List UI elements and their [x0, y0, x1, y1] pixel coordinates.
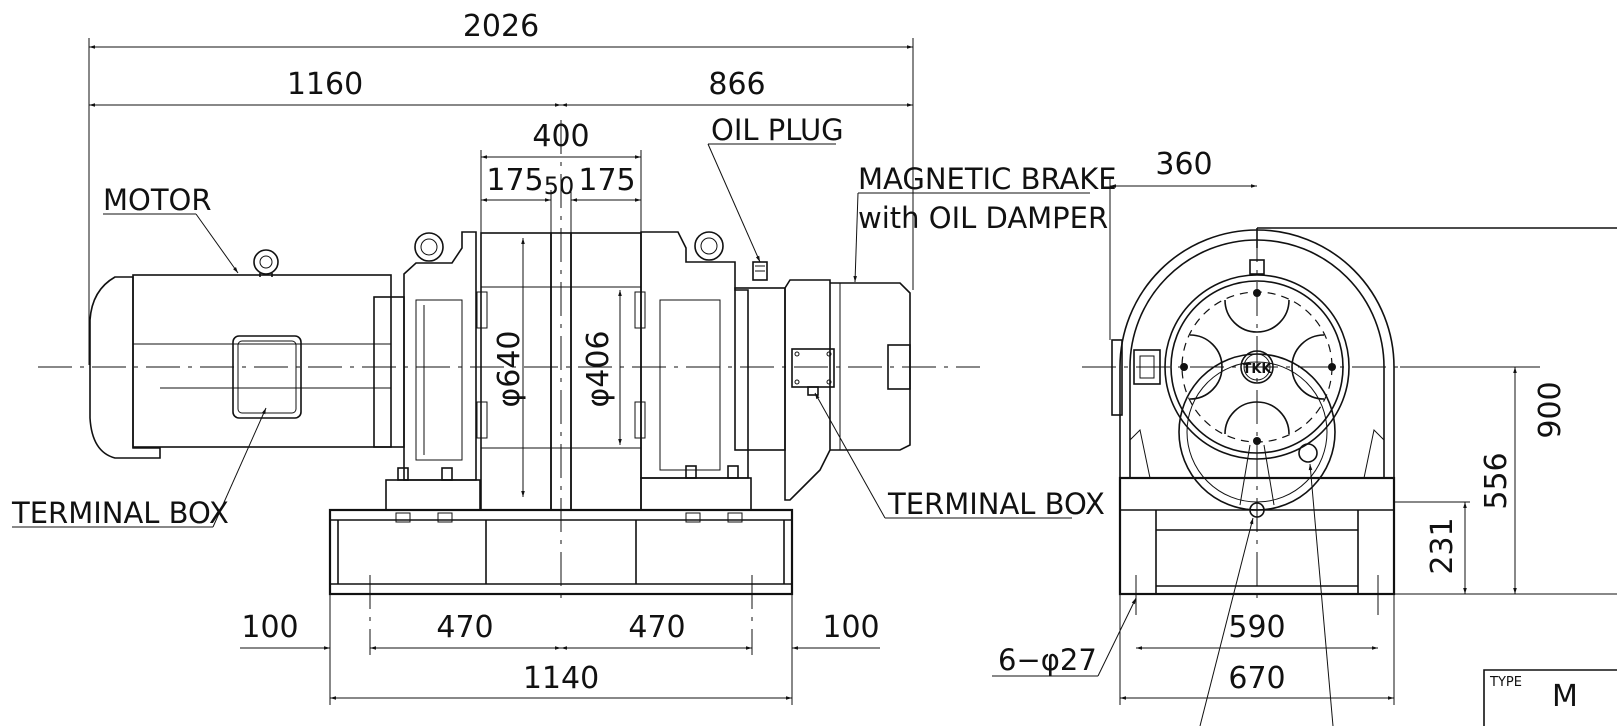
dim-brake-side-length: 866 — [708, 67, 765, 102]
label-terminal-box-right: TERMINAL BOX — [887, 487, 1105, 521]
dim-base-left-offset: 100 — [241, 610, 298, 645]
label-motor: MOTOR — [103, 183, 212, 217]
dim-base-left-pitch: 470 — [436, 610, 493, 645]
side-extension-lines — [1109, 178, 1617, 705]
front-extension-lines — [88, 38, 914, 705]
dim-drum-right-width: 175 — [578, 163, 635, 198]
dim-drum-span: 400 — [532, 119, 589, 154]
magnetic-brake — [734, 279, 911, 501]
label-terminal-box-left: TERMINAL BOX — [11, 496, 229, 530]
dim-motor-side-length: 1160 — [287, 67, 363, 102]
label-magnetic-brake: MAGNETIC BRAKE — [858, 162, 1117, 196]
dim-side-offset: 360 — [1155, 147, 1212, 182]
dim-overall-height: 900 — [1533, 381, 1568, 438]
title-block: TYPE M — [1483, 669, 1617, 726]
label-bolt-holes: 6−φ27 — [998, 643, 1097, 677]
dim-base-right-pitch: 470 — [628, 610, 685, 645]
side-housing — [1111, 227, 1617, 478]
dim-flange-diameter: φ640 — [492, 330, 527, 407]
title-block-type-label: TYPE — [1489, 675, 1522, 690]
left-gearbox — [385, 231, 481, 511]
dim-base-width: 670 — [1228, 661, 1285, 696]
side-view: TKK — [992, 147, 1617, 726]
front-view: 2026 1160 866 400 175 50 175 φ640 φ406 1… — [11, 9, 1117, 705]
label-oil-damper: with OIL DAMPER — [858, 201, 1108, 235]
front-dimension-lines — [89, 45, 913, 700]
front-leaders — [12, 143, 1090, 528]
logo-mark: TKK — [1242, 362, 1272, 377]
side-dimension-lines — [1110, 184, 1517, 700]
dim-drum-diameter: φ406 — [581, 330, 616, 407]
label-oil-plug: OIL PLUG — [711, 113, 844, 147]
dim-base-height: 231 — [1425, 517, 1460, 574]
side-base — [1118, 428, 1396, 615]
dim-drum-gap: 50 — [544, 172, 575, 200]
motor-body — [89, 249, 405, 459]
base-frame — [328, 508, 794, 655]
side-drum: TKK — [1164, 274, 1350, 518]
dim-center-height: 556 — [1479, 452, 1514, 509]
dim-drum-left-width: 175 — [486, 163, 543, 198]
dim-overall-length: 2026 — [463, 9, 539, 44]
side-leaders — [992, 463, 1334, 726]
right-gearbox — [640, 231, 768, 511]
dim-base-right-offset: 100 — [822, 610, 879, 645]
title-block-type-value: M — [1552, 679, 1578, 714]
dim-bolt-pitch: 590 — [1228, 610, 1285, 645]
dim-base-length: 1140 — [523, 661, 599, 696]
